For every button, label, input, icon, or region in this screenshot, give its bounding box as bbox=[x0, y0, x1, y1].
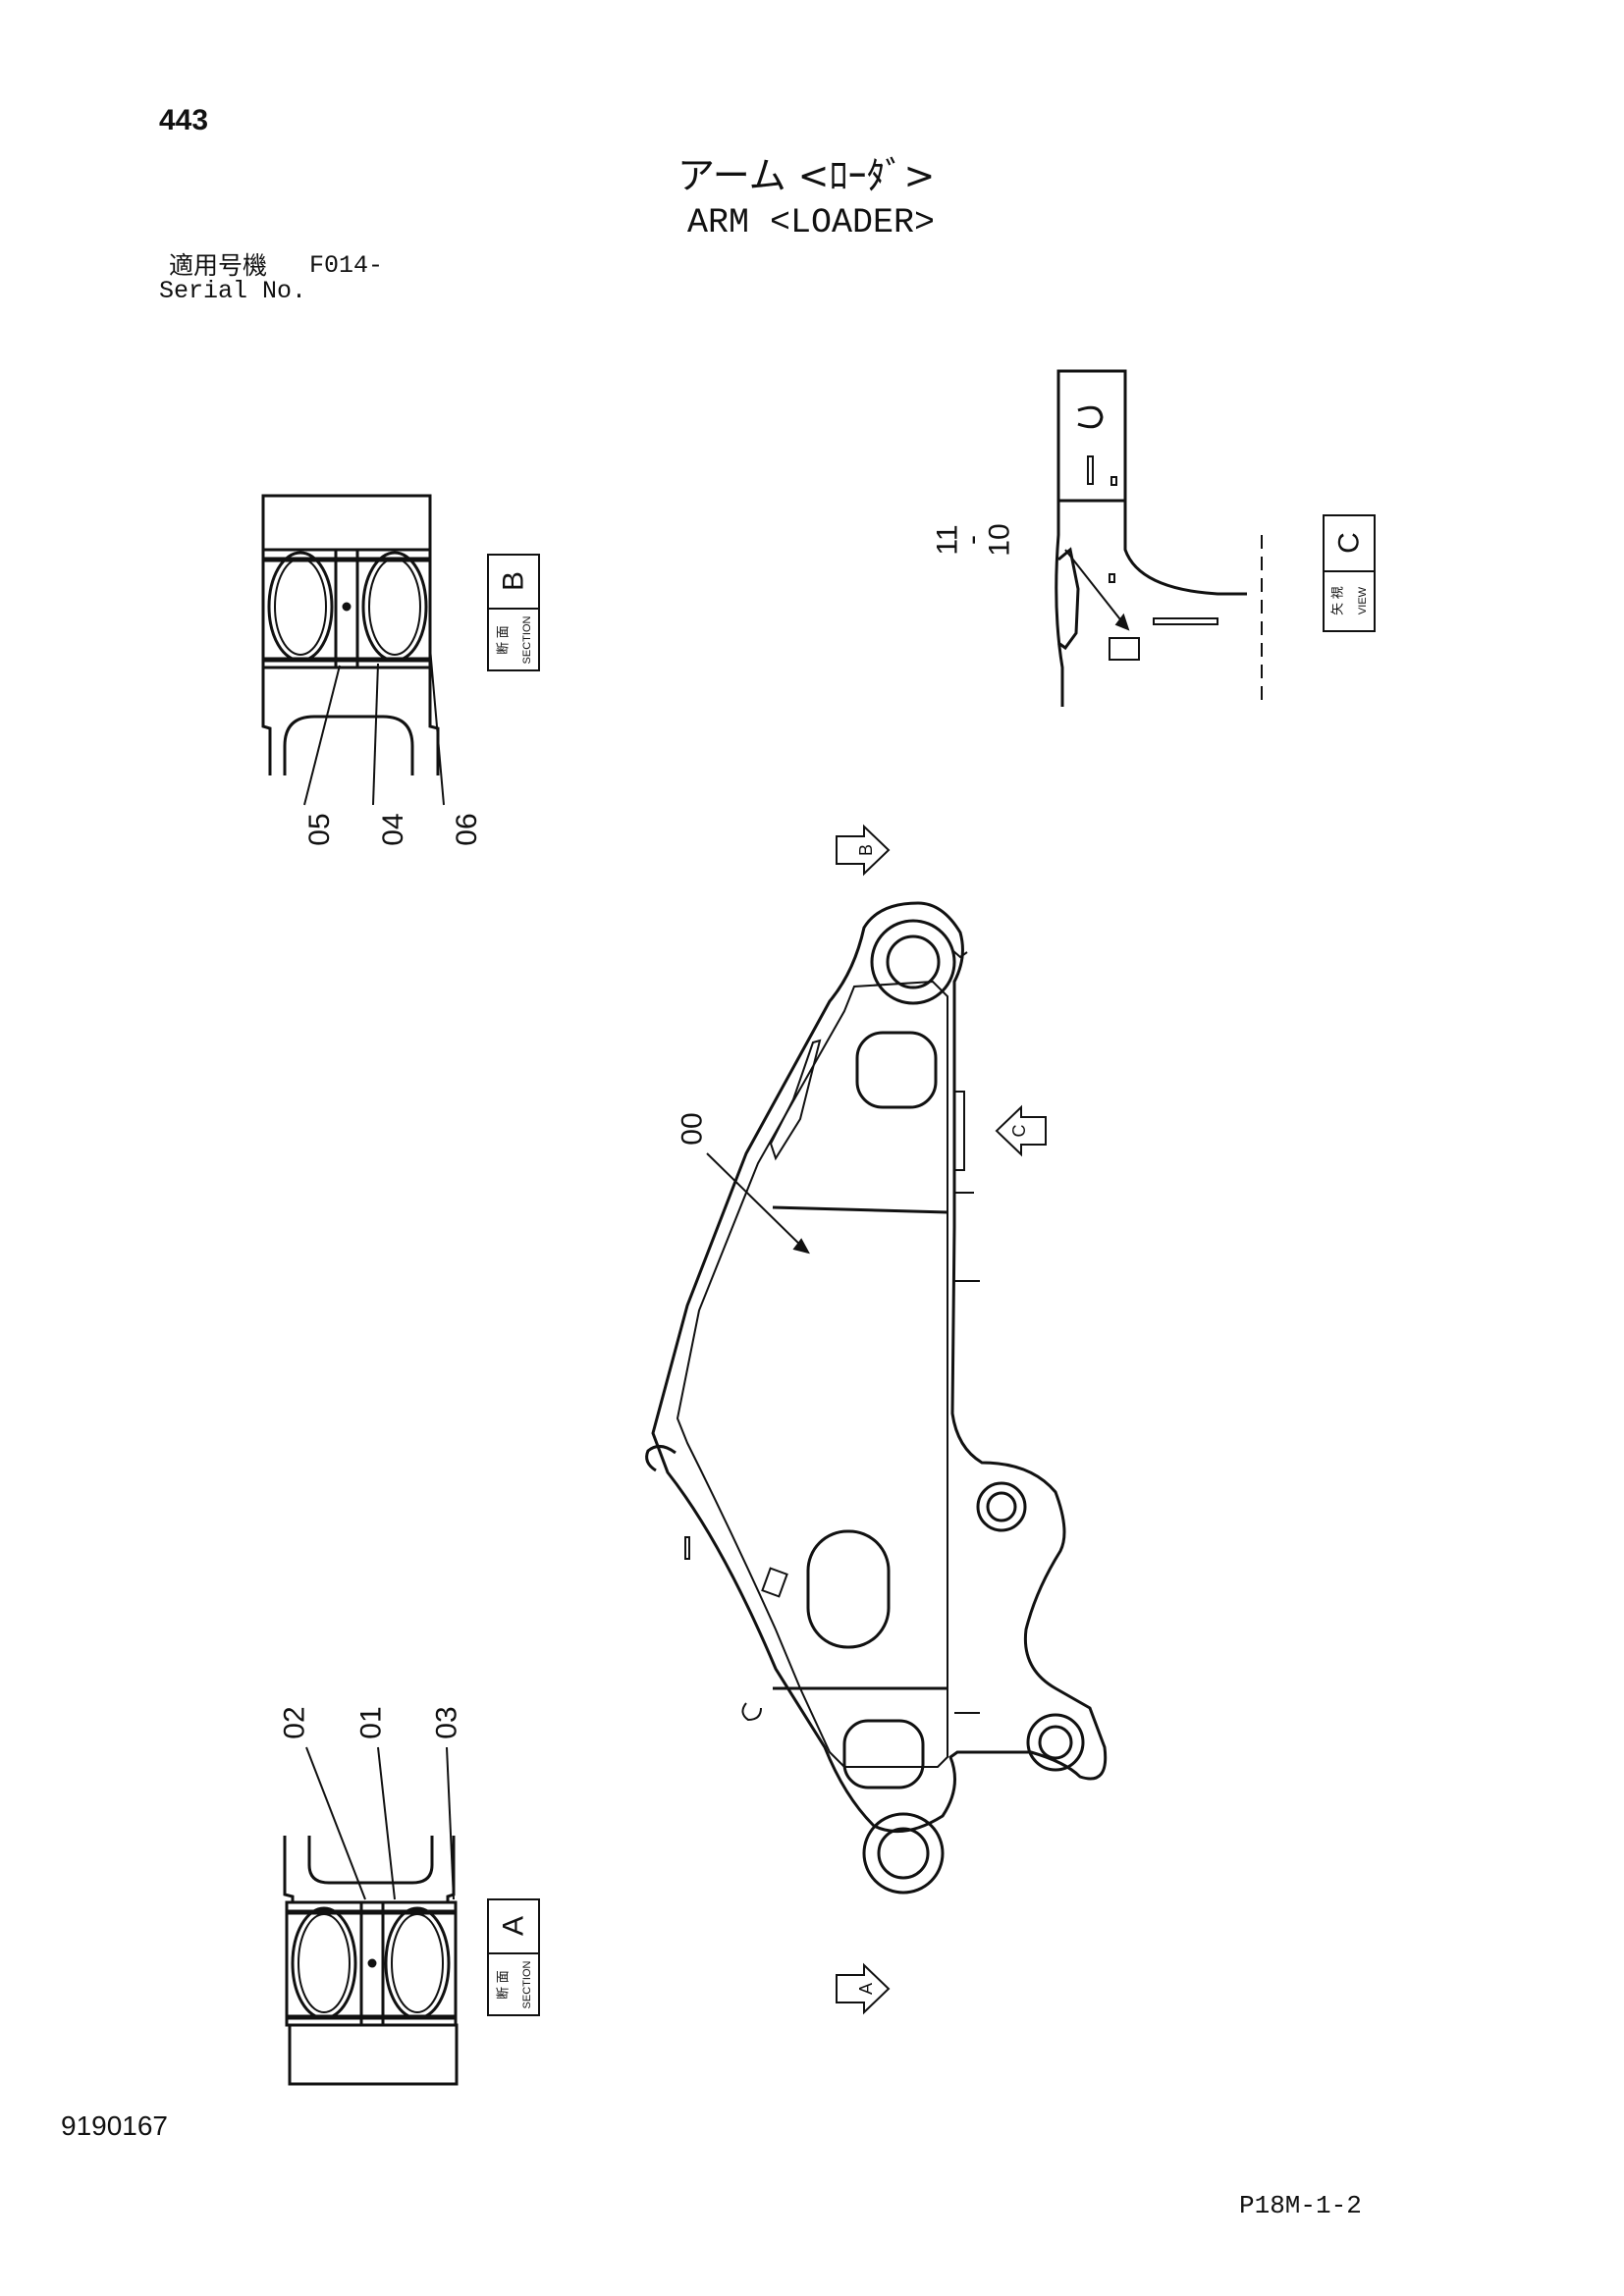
page-title-japanese: アーム <ﾛｰﾀﾞ> bbox=[677, 154, 936, 197]
serial-label-english: Serial No. bbox=[159, 277, 307, 305]
view-c-detail: 11 - 10 bbox=[932, 369, 1263, 707]
view-c-letter: C bbox=[1333, 532, 1366, 554]
callout-11: 11 bbox=[932, 524, 964, 555]
callout-05: 05 bbox=[303, 813, 336, 845]
view-arrow-c: C bbox=[995, 1104, 1047, 1157]
page-number: 443 bbox=[159, 104, 209, 136]
view-c-jp: 矢 視 bbox=[1330, 586, 1345, 615]
view-arrow-b: B bbox=[836, 824, 891, 877]
callout-01: 01 bbox=[355, 1706, 388, 1738]
section-b-label: B 断 面 SECTION bbox=[487, 554, 540, 671]
callout-04: 04 bbox=[377, 813, 409, 845]
arm-main-drawing: 00 bbox=[645, 901, 1108, 1895]
section-a-jp: 断 面 bbox=[496, 1970, 511, 2000]
section-a-detail: 02 01 03 bbox=[279, 1706, 463, 2086]
view-arrow-c-letter: C bbox=[1009, 1125, 1029, 1138]
callout-dash: - bbox=[956, 535, 989, 545]
document-number: 9190167 bbox=[61, 2110, 169, 2141]
section-a-en: SECTION bbox=[521, 1961, 533, 2009]
section-b-letter: B bbox=[498, 571, 530, 591]
callout-10: 10 bbox=[984, 523, 1016, 556]
callout-00: 00 bbox=[677, 1112, 709, 1145]
view-arrow-a-letter: A bbox=[856, 1983, 876, 1995]
view-c-en: VIEW bbox=[1357, 586, 1369, 614]
callout-06: 06 bbox=[451, 813, 483, 845]
view-c-label: C 矢 視 VIEW bbox=[1323, 514, 1376, 632]
section-a-letter: A bbox=[498, 1916, 530, 1936]
serial-label-japanese: 適用号機 bbox=[169, 251, 268, 280]
view-arrow-a: A bbox=[836, 1962, 891, 2015]
sheet-code: P18M-1-2 bbox=[1239, 2191, 1362, 2220]
serial-value: F014- bbox=[309, 251, 384, 280]
callout-03: 03 bbox=[431, 1706, 463, 1738]
section-a-label: A 断 面 SECTION bbox=[487, 1898, 540, 2016]
view-arrow-b-letter: B bbox=[856, 844, 876, 856]
page-title-english: ARM <LOADER> bbox=[687, 203, 936, 242]
section-b-detail: 05 04 06 bbox=[261, 494, 483, 846]
callout-02: 02 bbox=[279, 1706, 311, 1738]
section-b-jp: 断 面 bbox=[496, 625, 511, 655]
section-b-en: SECTION bbox=[521, 616, 533, 665]
